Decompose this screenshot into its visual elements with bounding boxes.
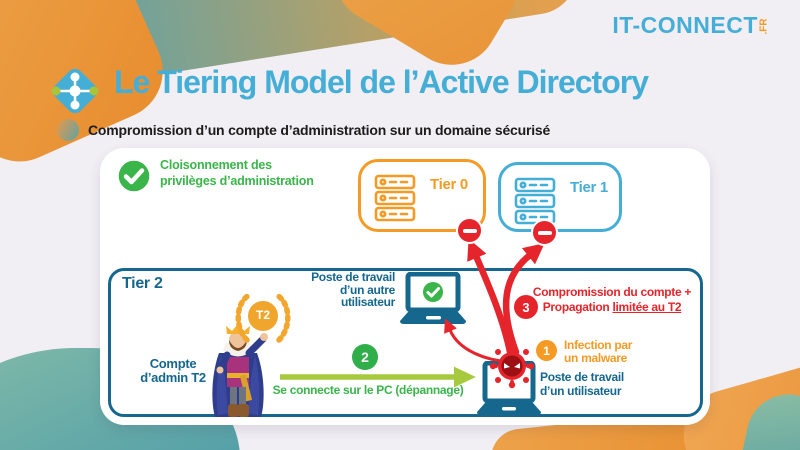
- subtitle-bullet: [57, 119, 79, 141]
- admin-account-line1: Compte: [149, 356, 197, 371]
- step3-underline: limitée au T2: [612, 299, 682, 314]
- principle-line2: privilèges d’administration: [160, 174, 314, 188]
- step1-line1: Infection par: [564, 338, 633, 352]
- step2-circle: 2: [352, 344, 378, 370]
- step3-line1: Compromission du compte +: [532, 285, 692, 299]
- tier2-label: Tier 2: [122, 275, 163, 292]
- step1-circle: 1: [536, 340, 557, 361]
- step3-line2: Propagation limitée au T2: [542, 299, 682, 314]
- virus-malware-icon: [489, 343, 535, 389]
- check-circle-icon: [117, 159, 151, 193]
- no-entry-tier1: [531, 219, 558, 246]
- no-entry-tier0: [456, 217, 483, 244]
- other-workstation-line2: d’un autre: [339, 282, 395, 297]
- other-workstation-line3: utilisateur: [340, 295, 395, 309]
- tier0-box: Tier 0: [358, 159, 486, 232]
- step3-label: Compromission du compte + Propagation li…: [527, 285, 697, 314]
- step1-line2: un malware: [564, 351, 628, 365]
- other-workstation-label: Poste de travail d’un autre utilisateur: [280, 271, 395, 309]
- brand-logo-suffix: .FR: [758, 18, 770, 35]
- admin-account-label: Compte d’admin T2: [128, 357, 218, 385]
- tier1-box: Tier 1: [498, 162, 622, 232]
- laurel-badge-label: T2: [255, 308, 270, 322]
- other-workstation-line1: Poste de travail: [311, 270, 395, 284]
- principle-label: Cloisonnement des privilèges d’administr…: [160, 157, 390, 189]
- tier1-label: Tier 1: [570, 179, 608, 196]
- no-entry-bar: [537, 230, 552, 235]
- brand-logo-text: IT-CONNECT: [612, 12, 758, 38]
- admin-account-line2: d’admin T2: [140, 370, 206, 385]
- principle-line1: Cloisonnement des: [160, 158, 272, 172]
- user-workstation-label: Poste de travail d’un utilisateur: [540, 370, 660, 398]
- page-title: Le Tiering Model de l’Active Directory: [114, 64, 649, 100]
- user-workstation-line1: Poste de travail: [540, 370, 624, 384]
- brand-logo: IT-CONNECT .FR: [612, 12, 774, 39]
- page-subtitle: Compromission d’un compte d’administrati…: [88, 122, 551, 138]
- main-card: Cloisonnement des privilèges d’administr…: [100, 148, 710, 425]
- tier0-label: Tier 0: [430, 176, 468, 193]
- step1-label: Infection par un malware: [564, 339, 674, 365]
- no-entry-bar: [462, 228, 477, 233]
- server-stack-icon: [374, 174, 416, 222]
- user-workstation-line2: d’un utilisateur: [540, 384, 622, 398]
- laurel-badge: [235, 292, 291, 343]
- step2-label: Se connecte sur le PC (dépannage): [272, 383, 464, 397]
- title-icon: [51, 68, 99, 114]
- king-admin-illustration: [212, 324, 268, 417]
- other-workstation-laptop: [400, 272, 466, 324]
- tier2-box: [108, 268, 703, 417]
